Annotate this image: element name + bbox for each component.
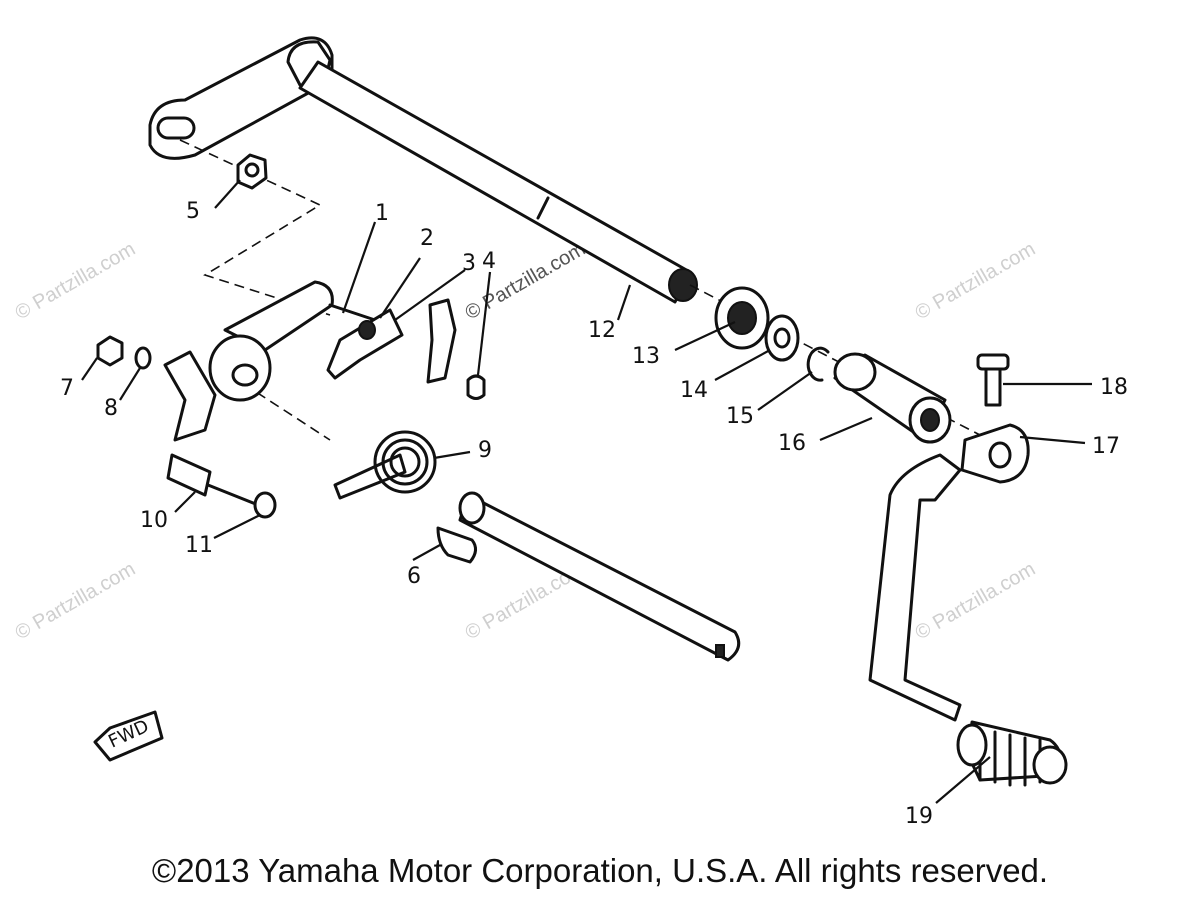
part-4-pin — [466, 374, 486, 400]
part-15-circlip — [806, 346, 830, 382]
callout-13: 13 — [632, 344, 660, 369]
callout-17: 17 — [1092, 434, 1120, 459]
part-5-nut — [236, 153, 268, 190]
callout-19: 19 — [905, 804, 933, 829]
part-10-bolt — [166, 453, 260, 507]
part-13-bearing — [714, 286, 770, 350]
callout-12: 12 — [588, 318, 616, 343]
copyright-notice: ©2013 Yamaha Motor Corporation, U.S.A. A… — [151, 852, 1049, 889]
part-12-shift-shaft — [148, 36, 698, 304]
callout-3: 3 — [462, 251, 476, 276]
callout-2: 2 — [420, 226, 434, 251]
part-14-washer — [764, 314, 800, 362]
callout-9: 9 — [478, 438, 492, 463]
part-17-19-shift-pedal — [868, 423, 1030, 722]
watermark-4: © Partzilla.com — [912, 238, 1040, 324]
part-19-footrest-rubber — [956, 720, 1068, 787]
callout-labels: 1 2 3 4 5 6 7 8 9 10 11 12 13 14 15 16 1… — [60, 199, 1128, 829]
part-18-bolt — [976, 353, 1010, 407]
part-6-collar — [436, 526, 477, 564]
callout-15: 15 — [726, 404, 754, 429]
watermark-5: © Partzilla.com — [912, 558, 1040, 644]
callout-6: 6 — [407, 564, 421, 589]
callout-8: 8 — [104, 396, 118, 421]
callout-10: 10 — [140, 508, 168, 533]
shift-arm-assembly — [163, 280, 457, 442]
callout-4: 4 — [482, 249, 496, 274]
callout-14: 14 — [680, 378, 708, 403]
part-11-washer — [253, 491, 277, 519]
callout-11: 11 — [185, 533, 213, 558]
assembly-line-upper — [179, 139, 331, 316]
part-16-collar — [833, 352, 952, 444]
callout-18: 18 — [1100, 375, 1128, 400]
part-7-nut — [96, 335, 124, 367]
watermark-2: © Partzilla.com — [12, 558, 140, 644]
lower-shaft — [458, 491, 741, 662]
callout-7: 7 — [60, 376, 74, 401]
callout-16: 16 — [778, 431, 806, 456]
watermark-1: © Partzilla.com — [12, 238, 140, 324]
fwd-direction-marker: FWD — [93, 710, 164, 762]
watermark-6: © Partzilla.com — [462, 238, 590, 324]
part-9-spring — [333, 430, 437, 500]
leader-lines — [81, 179, 1092, 804]
callout-1: 1 — [375, 201, 389, 226]
part-8-washer — [134, 346, 152, 370]
callout-5: 5 — [186, 199, 200, 224]
